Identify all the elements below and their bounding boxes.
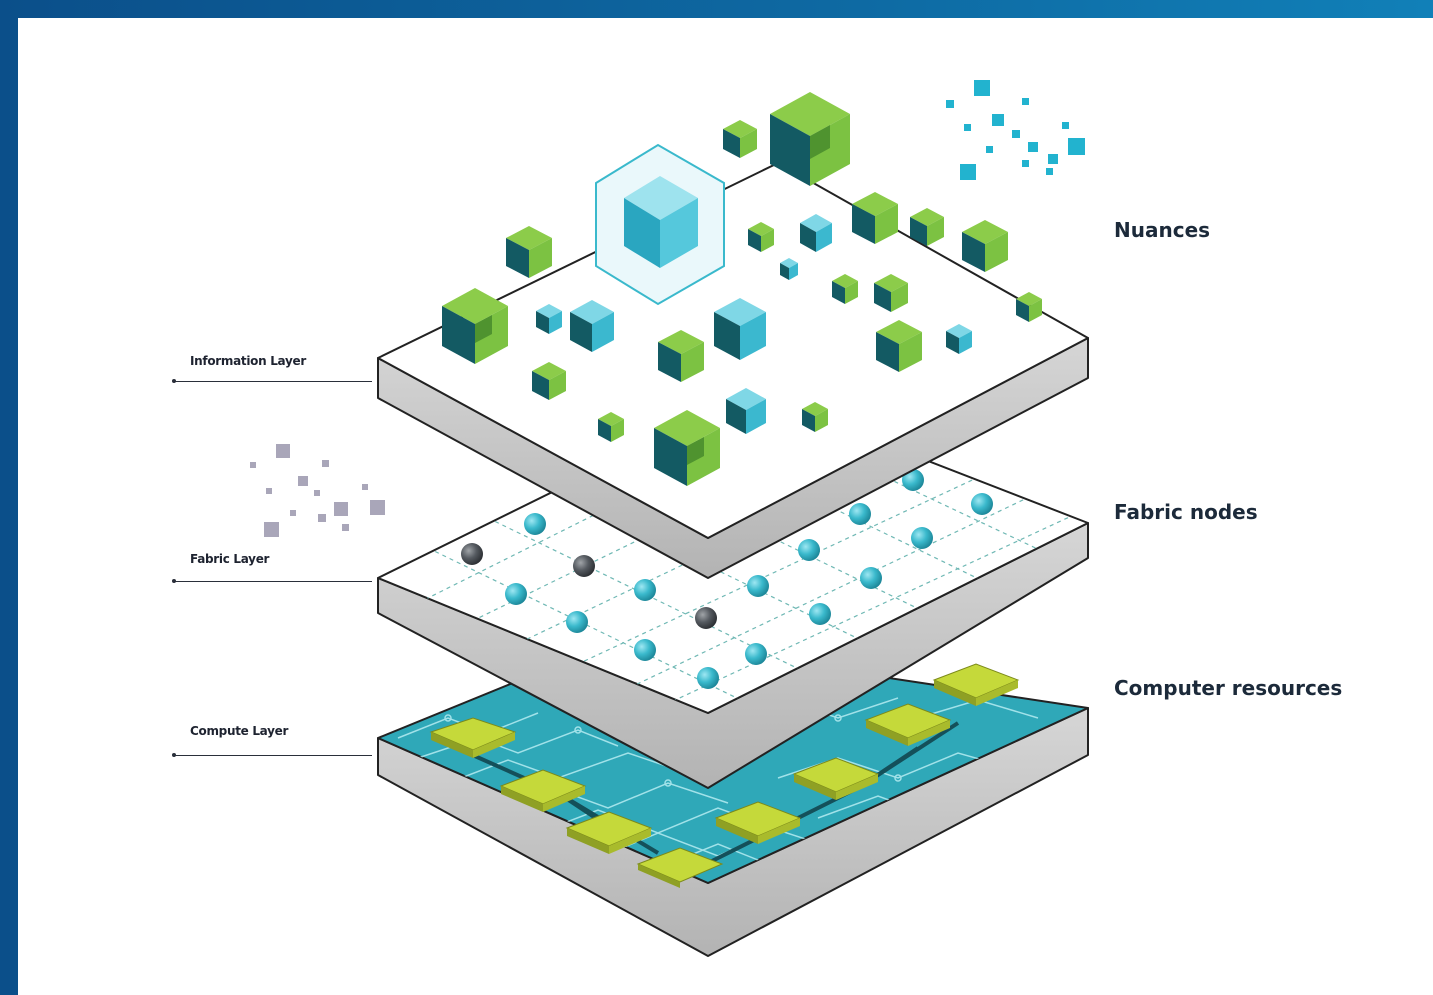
- compute-chips: [429, 663, 1020, 888]
- information-cubes: [442, 92, 1042, 486]
- fabric-nodes: [461, 469, 993, 689]
- highlighted-cube: [595, 143, 725, 306]
- information-layer-label: Information Layer: [190, 354, 306, 368]
- computer-resources-label: Computer resources: [1114, 676, 1343, 700]
- information-layer-leader-line: [172, 379, 372, 383]
- compute-layer-label: Compute Layer: [190, 724, 289, 738]
- fabric-layer-leader-line: [172, 579, 372, 583]
- fabric-nodes-label: Fabric nodes: [1114, 500, 1258, 524]
- fabric-layer-label: Fabric Layer: [190, 552, 270, 566]
- teal-particles: [946, 80, 1085, 180]
- gray-particles: [250, 444, 385, 537]
- diagram-canvas: Information Layer Fabric Layer Compute L…: [18, 18, 1433, 995]
- compute-layer-leader-line: [172, 753, 372, 757]
- nuances-label: Nuances: [1114, 218, 1211, 242]
- layered-architecture-diagram: [250, 80, 1089, 957]
